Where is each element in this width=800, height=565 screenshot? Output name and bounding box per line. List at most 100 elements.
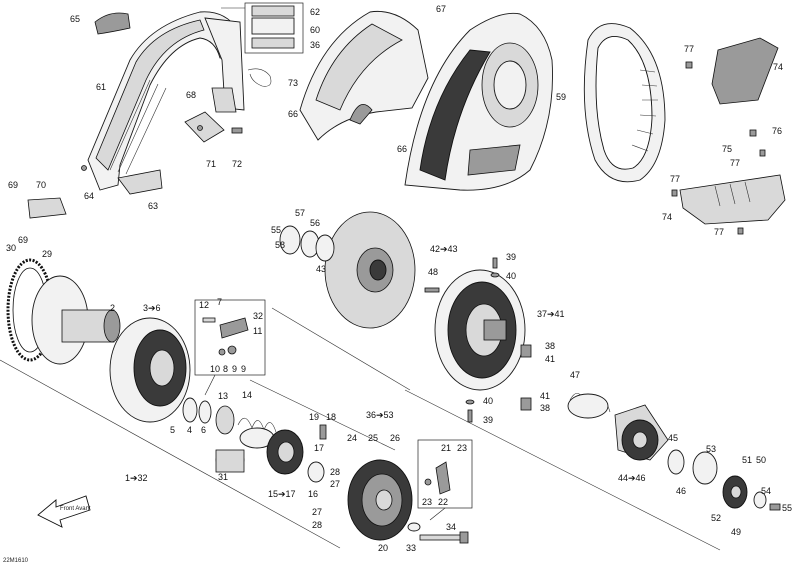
- washer-6: [198, 400, 212, 424]
- screw-39a: [492, 257, 498, 269]
- callout-27b: 27: [312, 507, 322, 517]
- spider-15: [266, 429, 304, 475]
- washer-54: [753, 491, 767, 509]
- screw-77c: [671, 189, 678, 197]
- callout-64: 64: [84, 191, 94, 201]
- movable-sheave-3: [109, 317, 191, 423]
- callout-20: 20: [378, 543, 388, 553]
- callout-34: 34: [446, 522, 456, 532]
- callout-22: 22: [438, 497, 448, 507]
- belt-guard-knob: [94, 12, 131, 35]
- callout-38b: 38: [540, 403, 550, 413]
- screw-77b: [759, 149, 766, 157]
- callout-18: 18: [326, 412, 336, 422]
- callout-69b: 69: [18, 235, 28, 245]
- callout-26: 26: [390, 433, 400, 443]
- callout-17: 17: [314, 443, 324, 453]
- callout-46: 46: [676, 486, 686, 496]
- sticker-panel: [221, 2, 304, 54]
- sheave-42: [324, 211, 416, 329]
- guard-74-upper: [711, 37, 779, 105]
- callout-2: 2: [110, 303, 115, 313]
- callout-49: 49: [731, 527, 741, 537]
- callout-55: 55: [271, 225, 281, 235]
- cap-16: [307, 461, 325, 483]
- callouts: 65 61 62 60 36 73 68 71 72 64 63 67 66 6…: [6, 4, 792, 553]
- bolt-55: [769, 503, 781, 511]
- callout-53: 53: [706, 444, 716, 454]
- callout-12: 12: [199, 300, 209, 310]
- nut-64: [81, 165, 87, 171]
- callout-21: 21: [441, 443, 451, 453]
- callout-45: 45: [668, 433, 678, 443]
- callout-67: 67: [436, 4, 446, 14]
- callout-66-left: 66: [288, 109, 298, 119]
- callout-13: 13: [218, 391, 228, 401]
- ring-13: [215, 405, 235, 435]
- bolt-34: [419, 531, 469, 544]
- callout-3-6: 3➔6: [143, 303, 161, 313]
- callout-55b: 55: [782, 503, 792, 513]
- callout-73: 73: [288, 78, 298, 88]
- bolt-48: [424, 287, 440, 293]
- outer-cover-left: [299, 10, 429, 141]
- fixed-sheave-2: [31, 275, 121, 365]
- washer-33: [407, 522, 421, 532]
- bracket-75: [749, 129, 757, 137]
- drive-belt: [583, 23, 666, 183]
- screw-77a: [685, 61, 693, 69]
- callout-48: 48: [428, 267, 438, 277]
- slider-38a: [520, 344, 532, 358]
- callout-11: 11: [253, 326, 262, 336]
- callout-25: 25: [368, 433, 378, 443]
- callout-38a: 38: [545, 341, 555, 351]
- callout-39b: 39: [483, 415, 493, 425]
- callout-74b: 74: [662, 212, 672, 222]
- callout-19: 19: [309, 412, 319, 422]
- callout-30: 30: [6, 243, 16, 253]
- callout-40a: 40: [506, 271, 516, 281]
- housing-20: [347, 459, 413, 541]
- callout-61: 61: [96, 82, 106, 92]
- callout-24: 24: [347, 433, 357, 443]
- callout-14: 14: [242, 390, 252, 400]
- callout-75: 75: [722, 144, 732, 154]
- callout-28b: 28: [312, 520, 322, 530]
- callout-70: 70: [36, 180, 46, 190]
- callout-74a: 74: [773, 62, 783, 72]
- callout-33: 33: [406, 543, 416, 553]
- callout-32: 32: [253, 311, 263, 321]
- callout-52: 52: [711, 513, 721, 523]
- guard-74-lower: [679, 174, 786, 225]
- callout-8: 8: [223, 364, 228, 374]
- bracket-68: [211, 87, 237, 113]
- callout-36-53: 36➔53: [366, 410, 394, 420]
- ring-43: [315, 234, 335, 262]
- callout-36: 36: [310, 40, 320, 50]
- washer-40b: [465, 399, 475, 405]
- callout-4: 4: [187, 425, 192, 435]
- washer-53: [692, 451, 718, 485]
- assembly-guides: [0, 307, 721, 551]
- callout-43: 43: [316, 264, 326, 274]
- callout-41a: 41: [545, 354, 555, 364]
- callout-65: 65: [70, 14, 80, 24]
- callout-69a: 69: [8, 180, 18, 190]
- callout-50: 50: [756, 455, 766, 465]
- nut-assembly-49: [722, 475, 748, 509]
- callout-39a: 39: [506, 252, 516, 262]
- callout-47: 47: [570, 370, 580, 380]
- kit-box-21: [417, 439, 473, 509]
- cam-45: [614, 404, 669, 461]
- callout-23b: 23: [422, 497, 432, 507]
- washer-40a: [490, 272, 500, 278]
- callout-77d: 77: [714, 227, 724, 237]
- callout-76: 76: [772, 126, 782, 136]
- callout-15-17: 15➔17: [268, 489, 296, 499]
- callout-7: 7: [217, 297, 222, 307]
- callout-16: 16: [308, 489, 318, 499]
- front-arrow-label: Front Avant: [60, 506, 91, 512]
- front-arrow: Front Avant: [37, 495, 91, 528]
- callout-27a: 27: [330, 479, 340, 489]
